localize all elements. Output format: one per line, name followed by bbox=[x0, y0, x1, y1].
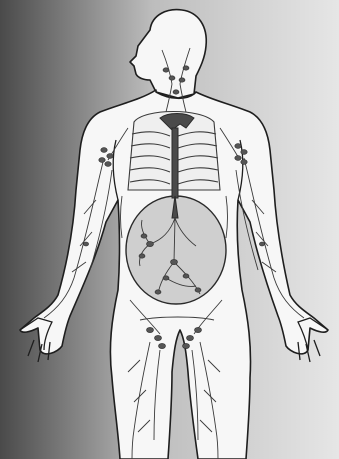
lymph-node bbox=[179, 78, 185, 82]
lymph-node bbox=[105, 162, 111, 167]
lymph-node bbox=[183, 66, 189, 70]
lymph-node bbox=[107, 154, 113, 159]
lymph-node bbox=[147, 327, 154, 332]
lymph-node bbox=[183, 274, 189, 278]
lymph-node bbox=[141, 234, 147, 238]
lymph-node bbox=[171, 259, 178, 264]
lymph-node bbox=[187, 335, 194, 340]
lymph-node bbox=[147, 241, 154, 246]
lymph-node bbox=[195, 288, 201, 292]
lymph-node bbox=[99, 158, 105, 163]
lymph-node bbox=[101, 148, 107, 153]
lymph-node bbox=[259, 242, 264, 246]
lymph-node bbox=[183, 343, 190, 348]
lymph-node bbox=[235, 144, 241, 149]
lymph-node bbox=[241, 150, 247, 155]
lymph-node bbox=[241, 160, 247, 165]
lymph-node bbox=[155, 290, 161, 294]
lymph-node bbox=[139, 254, 145, 258]
lymph-node bbox=[155, 335, 162, 340]
lymph-node bbox=[173, 90, 179, 94]
lymph-node bbox=[159, 343, 166, 348]
lymph-node bbox=[83, 242, 88, 246]
lymph-node bbox=[169, 76, 175, 80]
lymph-node bbox=[195, 327, 202, 332]
lymph-node bbox=[163, 68, 169, 72]
lymph-node bbox=[235, 156, 241, 161]
lymph-node bbox=[163, 276, 169, 280]
